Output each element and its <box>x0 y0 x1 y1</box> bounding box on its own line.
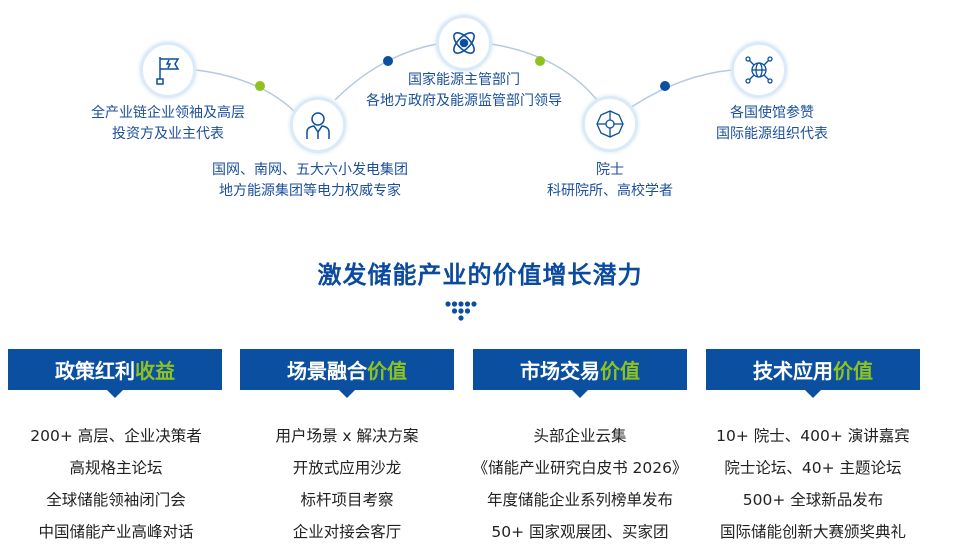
list-item: 标杆项目考察 <box>300 491 394 509</box>
network-gear-icon <box>582 96 638 152</box>
node-label-government: 国家能源主管部门各地方政府及能源监管部门领导 <box>366 72 562 109</box>
list-item: 500+ 全球新品发布 <box>742 491 884 509</box>
scenario-list: 用户场景 x 解决方案 开放式应用沙龙 标杆项目考察 企业对接会客厅 <box>231 420 463 548</box>
down-dots-icon <box>445 301 477 321</box>
list-item: 年度储能企业系列榜单发布 <box>486 491 673 509</box>
market-list: 头部企业云集 《储能产业研究白皮书 2026》 年度储能企业系列榜单发布 50+… <box>464 420 696 548</box>
businessman-icon <box>290 97 346 153</box>
node-label-international: 各国使馆参赞国际能源组织代表 <box>716 105 828 142</box>
list-item: 10+ 院士、400+ 演讲嘉宾 <box>716 427 910 445</box>
flag-icon <box>140 42 196 98</box>
connector-dot <box>383 56 393 66</box>
policy-list: 200+ 高层、企业决策者 高规格主论坛 全球储能领袖闭门会 中国储能产业高峰对… <box>0 420 232 548</box>
list-item: 开放式应用沙龙 <box>292 459 402 477</box>
connector-arcs <box>195 43 733 113</box>
atom-icon <box>436 15 492 71</box>
list-item: 用户场景 x 解决方案 <box>275 427 419 445</box>
section-title: 激发储能产业的价值增长潜力 <box>317 261 643 289</box>
list-item: 中国储能产业高峰对话 <box>38 523 194 541</box>
list-item: 200+ 高层、企业决策者 <box>30 427 202 445</box>
connector-dot <box>660 81 670 91</box>
connector-dot <box>255 81 265 91</box>
list-item: 院士论坛、40+ 主题论坛 <box>724 459 902 477</box>
connector-dot <box>535 56 545 66</box>
technology-list: 10+ 院士、400+ 演讲嘉宾 院士论坛、40+ 主题论坛 500+ 全球新品… <box>697 420 929 548</box>
header-scenario: 场景融合价值 <box>240 349 454 398</box>
list-item: 《储能产业研究白皮书 2026》 <box>472 459 688 477</box>
header-market: 市场交易价值 <box>473 349 687 398</box>
list-item: 头部企业云集 <box>533 427 627 445</box>
header-technology: 技术应用价值 <box>706 349 920 398</box>
list-item: 企业对接会客厅 <box>292 523 402 541</box>
globe-network-icon <box>731 42 787 98</box>
list-item: 全球储能领袖闭门会 <box>46 491 186 509</box>
list-item: 国际储能创新大赛颁奖典礼 <box>719 523 906 541</box>
list-item: 50+ 国家观展团、买家团 <box>491 523 669 541</box>
node-label-academia: 院士科研院所、高校学者 <box>547 162 673 199</box>
node-label-industry: 全产业链企业领袖及高层投资方及业主代表 <box>91 105 245 142</box>
list-item: 高规格主论坛 <box>69 459 163 477</box>
node-label-grid: 国网、南网、五大六小发电集团地方能源集团等电力权威专家 <box>212 162 408 199</box>
header-policy: 政策红利收益 <box>8 349 222 398</box>
